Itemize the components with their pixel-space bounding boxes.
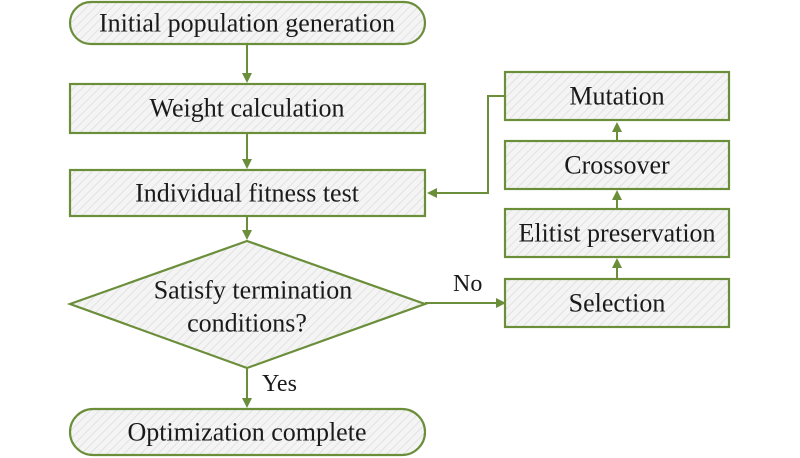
- node-label: Selection: [569, 289, 666, 318]
- node-optimization-complete: Optimization complete: [68, 407, 427, 457]
- arrowhead: [427, 188, 437, 198]
- node-termination-decision: Satisfy termination conditions?: [66, 239, 429, 370]
- process-box: [503, 207, 731, 259]
- edge-label-yes: Yes: [262, 371, 297, 397]
- node-label: Optimization complete: [128, 418, 367, 447]
- terminator-shape: [68, 0, 427, 46]
- node-crossover: Crossover: [503, 139, 731, 191]
- node-individual-fitness-test: Individual fitness test: [68, 168, 427, 218]
- arrowhead: [612, 258, 622, 268]
- process-box: [503, 277, 731, 329]
- decision-diamond: [66, 239, 429, 370]
- decision-label-line2: conditions?: [187, 309, 307, 338]
- process-box: [68, 168, 427, 218]
- node-elitist-preservation: Elitist preservation: [503, 207, 731, 259]
- arrowhead: [496, 298, 506, 308]
- decision-label-line1: Satisfy termination: [154, 276, 353, 305]
- terminator-shape: [68, 407, 427, 457]
- node-label: Initial population generation: [99, 9, 395, 38]
- process-box: [503, 70, 731, 122]
- node-weight-calculation: Weight calculation: [68, 82, 427, 135]
- node-label: Individual fitness test: [135, 179, 360, 208]
- node-label: Weight calculation: [150, 94, 345, 123]
- node-initial-population: Initial population generation: [68, 0, 427, 46]
- connectors: [242, 44, 622, 408]
- edge-label-no: No: [453, 271, 482, 297]
- arrowhead: [242, 230, 252, 240]
- arrowhead: [242, 159, 252, 169]
- node-selection: Selection: [503, 277, 731, 329]
- node-label: Crossover: [564, 151, 670, 180]
- edge-mutation-fitness: [435, 95, 505, 194]
- node-label: Mutation: [569, 82, 664, 111]
- node-label: Elitist preservation: [518, 219, 715, 248]
- process-box: [68, 82, 427, 135]
- arrowhead: [242, 398, 252, 408]
- arrowhead: [242, 73, 252, 83]
- arrowhead: [612, 190, 622, 200]
- node-mutation: Mutation: [503, 70, 731, 122]
- process-box: [503, 139, 731, 191]
- arrowhead: [612, 122, 622, 132]
